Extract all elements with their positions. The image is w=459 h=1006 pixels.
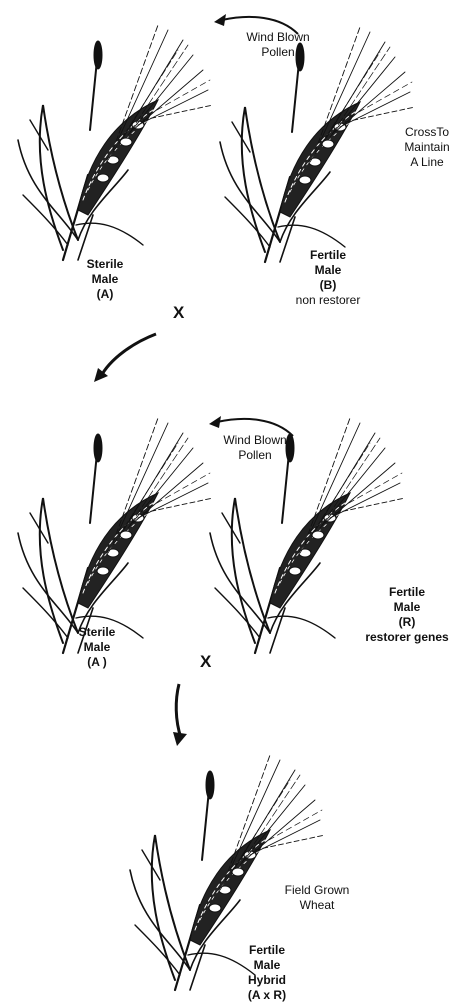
sterile-wheat-plant-a (18, 10, 218, 270)
cross-arrow-1 (90, 330, 160, 385)
sterile-wheat-plant-a2 (18, 403, 218, 663)
cross-symbol-1: X (173, 303, 184, 323)
cross-symbol-2: X (200, 652, 211, 672)
